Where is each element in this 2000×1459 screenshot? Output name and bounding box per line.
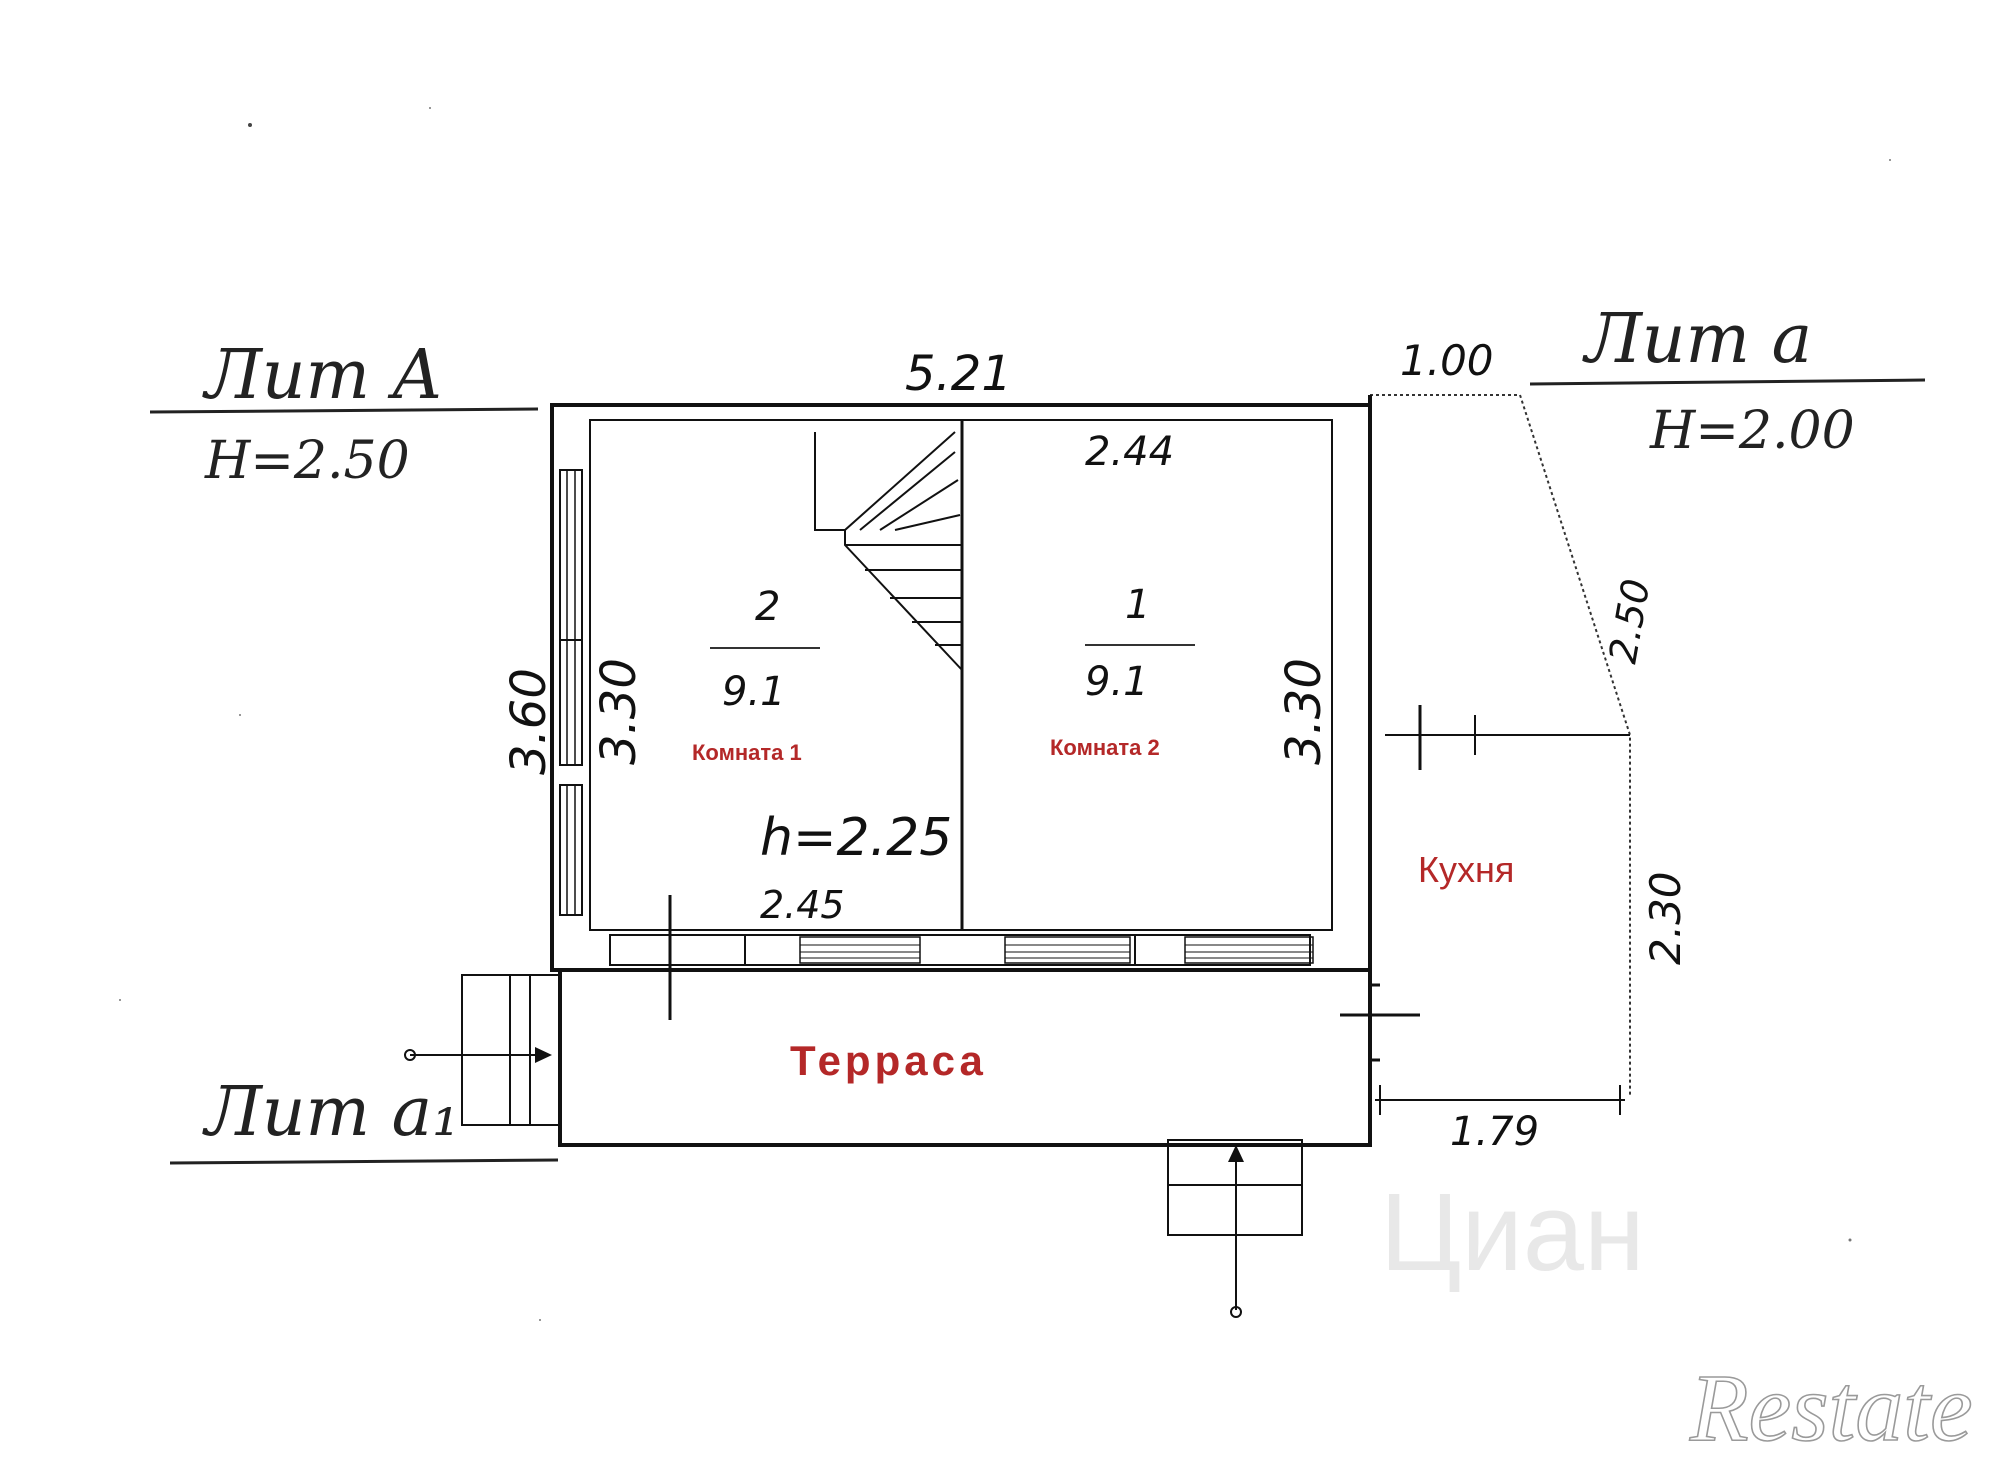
lit-a1-label: Лит а₁ (202, 1073, 459, 1152)
dim-left-inner: 3.30 (591, 658, 647, 765)
room2-label: Комната 2 (1050, 735, 1160, 760)
dim-kitchen-right: 2.30 (1641, 871, 1690, 965)
bottom-porch-steps (1167, 1139, 1303, 1318)
dim-top-right: 1.00 (1400, 336, 1494, 385)
dim-bottom-room1: 2.45 (760, 883, 845, 927)
dim-right-inner: 3.30 (1276, 658, 1332, 765)
room1-height: h=2.25 (760, 808, 952, 868)
room1-label: Комната 1 (692, 740, 802, 765)
dim-left-outer: 3.60 (501, 668, 557, 775)
dim-kitchen-bottom: 1.79 (1450, 1109, 1539, 1155)
restate-watermark: Restate (1689, 1354, 1973, 1459)
lit-a-small-underline (1529, 378, 1926, 386)
lit-a-small-label: Лит а (1582, 300, 1812, 379)
room1-number: 2 (755, 584, 780, 630)
room1-fraction: 2 9.1 (710, 584, 820, 715)
room2-fraction: 1 9.1 (1085, 582, 1195, 705)
room1-area: 9.1 (722, 669, 786, 715)
lit-a-main-underline (149, 407, 539, 414)
kitchen-outline (1368, 394, 1631, 1130)
lit-a1-underline (169, 1158, 559, 1165)
lit-a-main-label: Лит А (202, 336, 443, 415)
terrace-outline (558, 968, 1420, 1147)
room2-number: 1 (1125, 582, 1150, 628)
dim-inner-top: 2.44 (1085, 429, 1174, 475)
kitchen-label: Кухня (1418, 849, 1514, 890)
staircase (814, 431, 963, 671)
bottom-windows (609, 895, 1314, 1020)
lit-a-small-height: Н=2.00 (1649, 401, 1855, 461)
dim-kitchen-slope: 2.50 (1601, 576, 1659, 667)
left-porch-steps (404, 974, 561, 1126)
left-windows (559, 469, 583, 916)
dim-top: 5.21 (905, 346, 1012, 402)
faint-watermark: Циан (1380, 1171, 1645, 1294)
room2-area: 9.1 (1085, 659, 1149, 705)
lit-a-main-height: Н=2.50 (204, 431, 410, 491)
scan-specks (119, 107, 1891, 1321)
terrace-label: Терраса (790, 1037, 987, 1084)
